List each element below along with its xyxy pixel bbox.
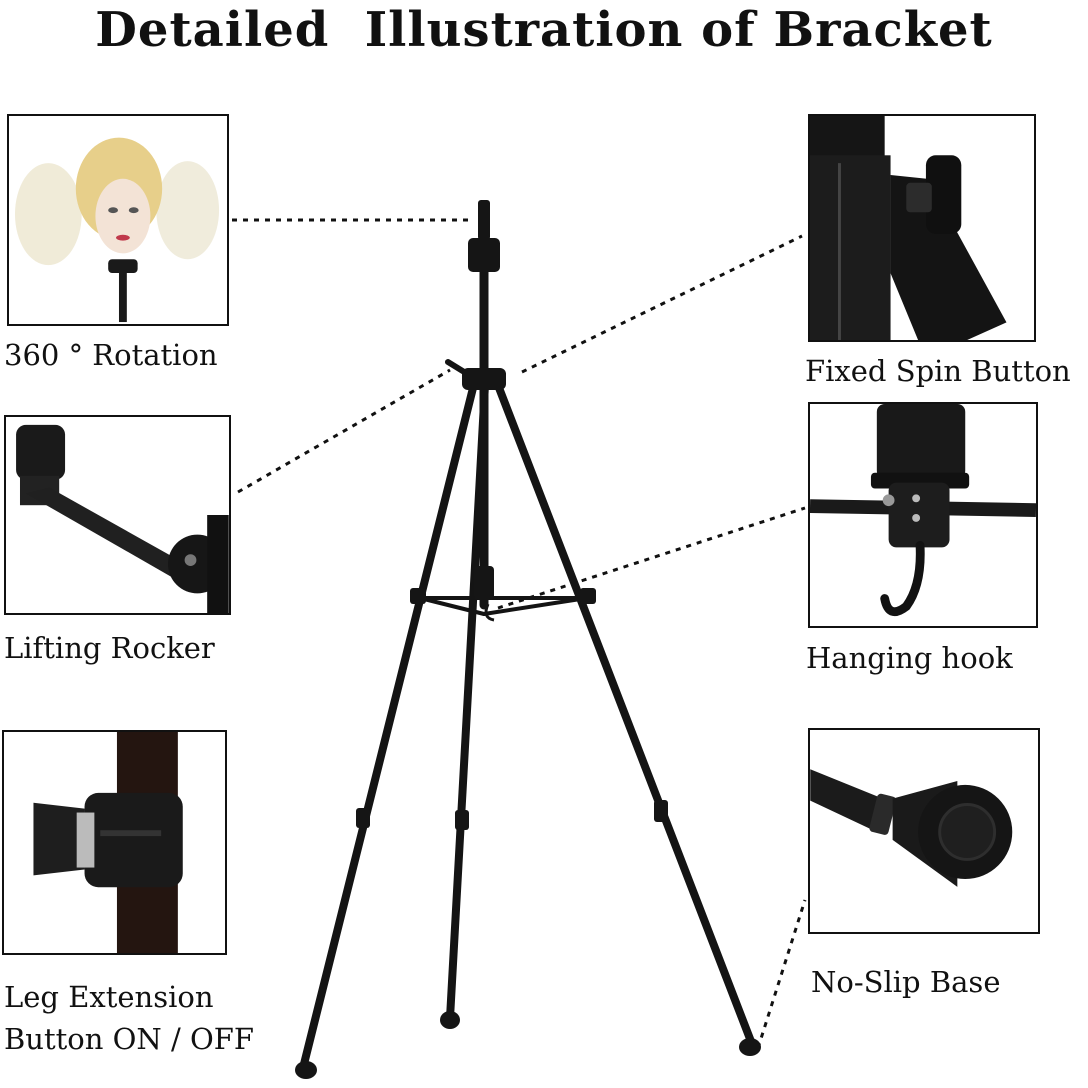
hanging-hook-panel	[808, 402, 1038, 628]
spin-knob-icon	[810, 116, 1007, 340]
rotation-panel	[7, 114, 229, 326]
mannequin-head-icon	[14, 137, 220, 323]
page-title: Detailed Illustration of Bracket	[95, 2, 993, 58]
fixed-spin-label: Fixed Spin Button	[805, 354, 1071, 388]
rubber-foot-icon	[810, 769, 1013, 887]
callout-lines	[232, 218, 807, 1049]
rotation-label: 360 ° Rotation	[4, 338, 218, 372]
lifting-rocker-panel	[4, 415, 231, 615]
no-slip-base-label: No-Slip Base	[811, 965, 1001, 999]
leg-clamp-icon	[33, 732, 183, 953]
no-slip-base-panel	[808, 728, 1040, 934]
leg-extension-label-line2: Button ON / OFF	[4, 1022, 255, 1056]
lifting-rocker-label: Lifting Rocker	[4, 631, 215, 665]
leg-extension-panel	[2, 730, 227, 955]
tripod-icon	[299, 245, 756, 1072]
fixed-spin-panel	[808, 114, 1036, 342]
hanging-hook-label: Hanging hook	[806, 641, 1013, 675]
leg-extension-label-line1: Leg Extension	[4, 980, 214, 1014]
rocker-arm-icon	[16, 424, 229, 613]
hook-icon	[810, 404, 1036, 617]
